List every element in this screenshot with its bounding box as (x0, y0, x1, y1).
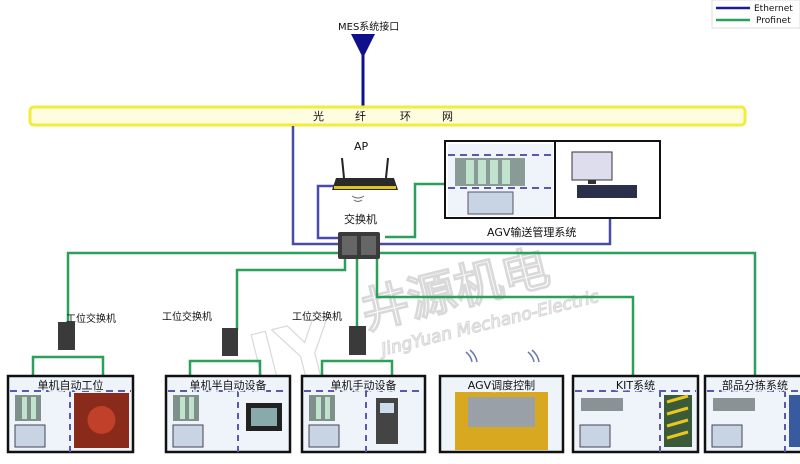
station-box: 部品分拣系统 (703, 374, 800, 454)
station-switch-label: 工位交换机 (292, 310, 342, 323)
shelf-image (789, 395, 800, 447)
core-switch-label: 交换机 (344, 212, 377, 226)
station-box: 单机半自动设备 (164, 374, 292, 454)
server-icon (571, 151, 637, 198)
ring-char: 光 (313, 109, 324, 123)
plc-rack-icon (455, 158, 525, 186)
station-title: 单机自动工位 (38, 378, 104, 392)
wifi-icon (465, 349, 478, 363)
wifi-icon (351, 195, 365, 202)
station-box: 单机手动设备 (300, 374, 427, 454)
plc-icon (173, 395, 199, 421)
station-switches: 工位交换机 工位交换机 工位交换机 (58, 310, 366, 356)
io-rack-icon (581, 398, 623, 411)
ap-router-icon (332, 157, 398, 202)
core-switch-icon (338, 232, 380, 259)
station-title: KIT系统 (616, 379, 655, 392)
hmi-icon (711, 424, 743, 448)
hmi-icon (579, 424, 611, 448)
station-switch-label: 工位交换机 (162, 310, 212, 323)
station-title: AGV调度控制 (468, 378, 535, 392)
ring-char: 纤 (355, 110, 366, 123)
plc-icon (15, 395, 41, 421)
legend-profinet: Profinet (756, 16, 791, 26)
station-box: KIT系统 (571, 374, 700, 454)
agv-management-box (444, 140, 661, 219)
station-switch-icon (222, 328, 238, 356)
mes-label: MES系统接口 (338, 20, 399, 33)
io-rack-icon (713, 398, 755, 411)
station-switch-icon (58, 322, 75, 350)
station-switch-label: 工位交换机 (66, 312, 116, 325)
legend-ethernet: Ethernet (754, 4, 793, 14)
profinet-links (31, 182, 757, 376)
hmi-panel-icon (467, 191, 514, 215)
station-title: 部品分拣系统 (722, 378, 788, 392)
legend: Ethernet Profinet (711, 0, 800, 29)
station-title: 单机半自动设备 (190, 378, 267, 392)
hmi-icon (14, 424, 46, 448)
fiber-ring (28, 105, 747, 127)
hmi-icon (308, 424, 340, 448)
plc-icon (309, 395, 335, 421)
station-switch-icon (349, 326, 366, 355)
ap-label: AP (354, 140, 369, 153)
ring-char: 网 (442, 110, 453, 123)
ring-char: 环 (400, 110, 411, 123)
station-box: 单机自动工位 (6, 374, 135, 454)
hmi-icon (172, 424, 204, 448)
wifi-icon (527, 349, 540, 363)
station-box: AGV调度控制 (438, 374, 565, 454)
station-title: 单机手动设备 (331, 378, 397, 392)
agv-management-label: AGV输送管理系统 (487, 225, 576, 239)
